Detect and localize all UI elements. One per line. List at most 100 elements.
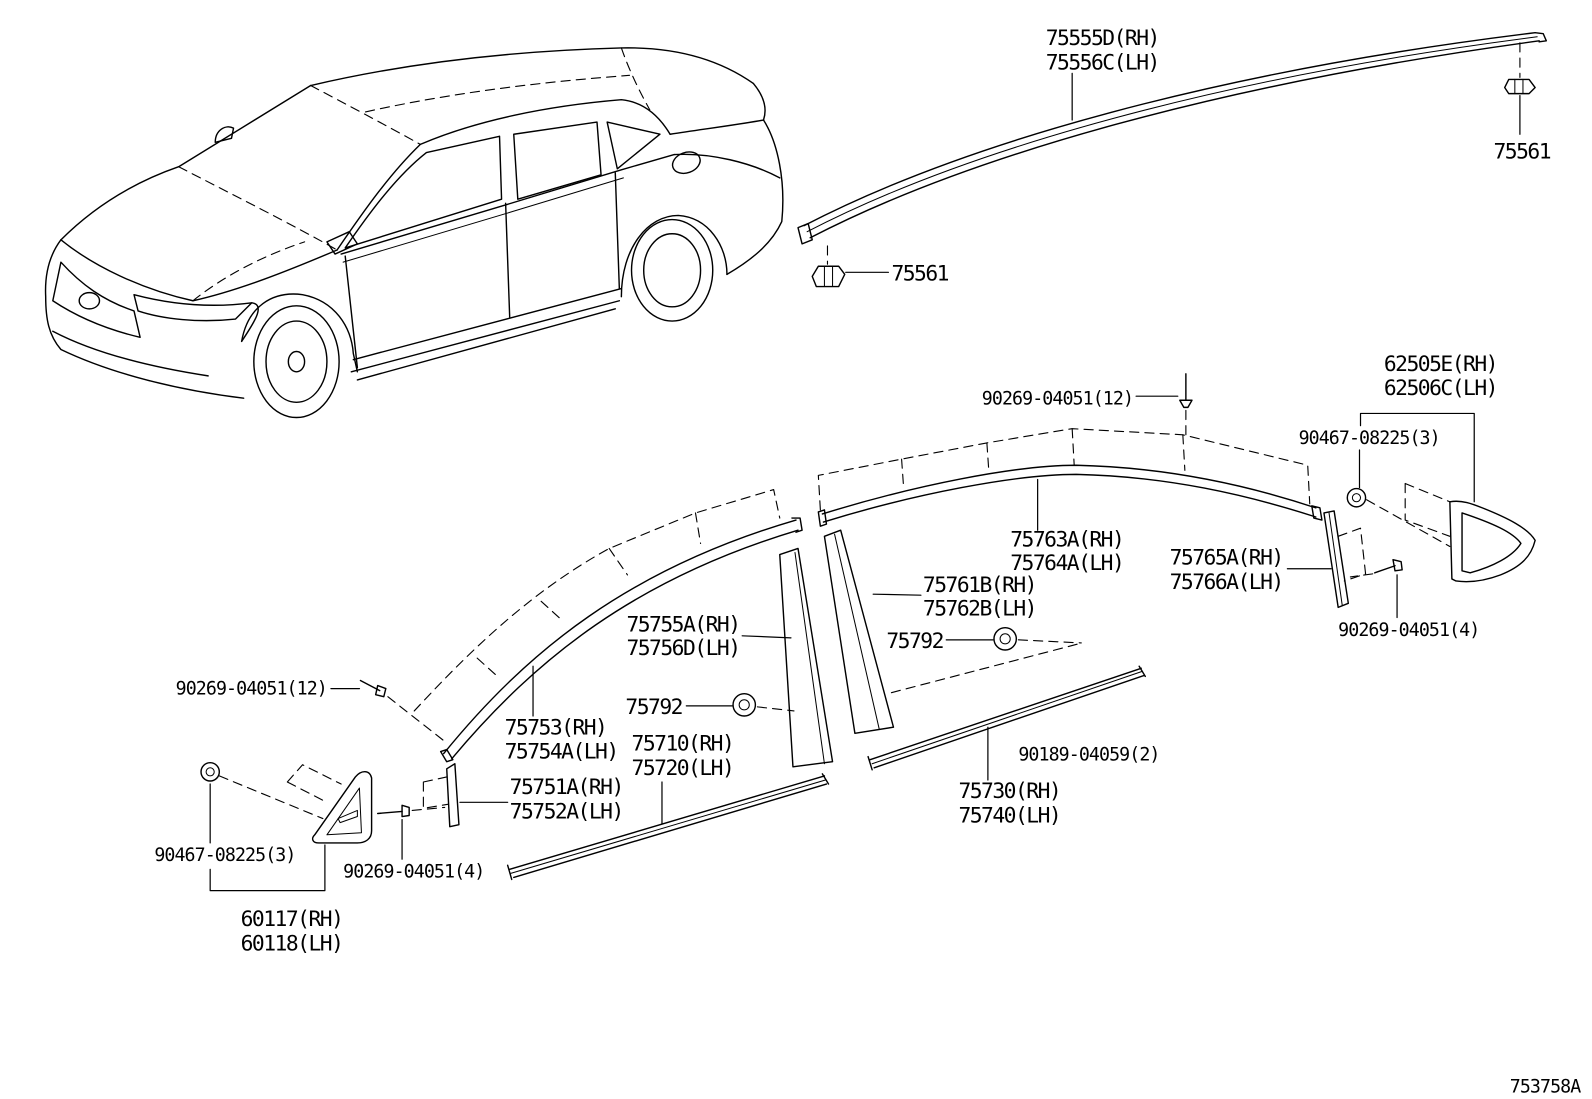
part-number-label: 75740(LH) [958, 804, 1060, 829]
molding-upper-edge [821, 464, 1317, 515]
corner-piece-inner [326, 787, 362, 836]
part-number-label: 60118(LH) [241, 932, 343, 957]
screw-head [1392, 558, 1403, 572]
emblem [78, 291, 101, 310]
part-number-label: 90269-04051(4) [1338, 620, 1479, 641]
dashed-outline [413, 489, 781, 712]
quarter-window [606, 121, 661, 170]
rear-tire [630, 218, 714, 322]
dashed-outline [286, 764, 342, 803]
windshield-header [310, 84, 421, 145]
a-pillar-far [177, 84, 312, 168]
part-number-label: 75561 [1494, 140, 1551, 165]
clip-middle [811, 245, 890, 288]
screw-shank [376, 810, 403, 815]
door-split [504, 202, 511, 318]
dashed-divider [476, 512, 702, 677]
screw-shank [1374, 565, 1396, 574]
assembly-bracket [209, 844, 326, 892]
c-pillar-far [620, 47, 651, 111]
dashed-guide [890, 643, 1079, 694]
clip-body [811, 265, 846, 288]
screw-head [374, 684, 387, 698]
trunk-edge [669, 119, 765, 135]
molding-end-cap-right [1311, 505, 1323, 521]
molding-end-cap-top [791, 517, 803, 533]
part-number-label: 75762B(LH) [923, 596, 1036, 621]
windshield-base [178, 166, 338, 251]
rear-pillar-garnish [823, 529, 922, 734]
part-number-label: 90467-08225(3) [154, 845, 295, 866]
clip-detail [823, 265, 834, 288]
clip-body [993, 626, 1018, 651]
roof-center [364, 74, 631, 113]
dashed-outline [1404, 482, 1451, 537]
hood-front-edge [60, 239, 194, 302]
clip-quarter-glass [1346, 449, 1367, 508]
molding-inner-edge [510, 779, 826, 874]
part-number-label: 75730(RH) [958, 779, 1060, 804]
dashed-guide [218, 775, 324, 820]
front-belt-molding [506, 773, 830, 881]
clip-body [732, 692, 757, 717]
roof-far-edge [309, 47, 755, 87]
front-wheel-hub [287, 350, 306, 373]
mirror-far [214, 126, 235, 144]
belt-line [340, 153, 675, 255]
roof-near-edge [419, 99, 671, 146]
part-number-label: 75766A(LH) [1170, 570, 1283, 595]
dashed-outline [817, 428, 1311, 511]
part-number-label: 90269-04051(4) [343, 861, 484, 882]
molding-end-cap-right [1534, 31, 1548, 43]
rear-door-window [513, 121, 602, 200]
front-wheel-arch [240, 293, 359, 373]
grille [52, 261, 141, 339]
part-number-label: 62506C(LH) [1384, 376, 1497, 401]
garnish-outline [823, 529, 895, 734]
part-number-label: 90189-04059(2) [1018, 745, 1159, 766]
dashed-guide [387, 696, 446, 742]
garnish-outline [779, 547, 834, 768]
rear-wheel-arch [620, 214, 728, 298]
molding-end-cap-bottom [439, 748, 454, 763]
clip-body [1346, 487, 1367, 508]
clip-body [1503, 78, 1536, 95]
part-number-label: 75764A(LH) [1010, 551, 1123, 576]
dashed-guide [1017, 639, 1082, 644]
front-door-edge [344, 255, 359, 369]
molding-end-cap-left [817, 509, 828, 527]
front-corner-piece [209, 764, 373, 892]
part-number-label: 75710(RH) [632, 732, 734, 757]
part-number-label: 90269-04051(12) [982, 388, 1133, 409]
clip-corner-piece [200, 762, 221, 844]
rear-bumper [726, 119, 784, 276]
front-pillar-garnish [741, 547, 834, 768]
part-number-label: 75792 [625, 695, 682, 720]
rocker-lower [356, 308, 616, 381]
molding-lower-edge [873, 674, 1145, 769]
drawing-number: 753758A [1510, 1077, 1581, 1098]
part-number-label: 75761B(RH) [923, 573, 1036, 598]
screw-head [401, 804, 410, 818]
part-number-label: 90269-04051(12) [176, 679, 327, 700]
part-number-label: 75752A(LH) [510, 800, 623, 825]
assembly-bracket [1359, 412, 1475, 503]
dashed-guide [756, 706, 795, 712]
belt-line-lower [342, 177, 624, 263]
dashed-divider [901, 428, 1186, 489]
front-door-division-bar [422, 763, 509, 828]
clip-center [205, 767, 215, 777]
bar-outline [446, 763, 460, 828]
molding-lower-edge [809, 40, 1540, 239]
part-number-label: 90467-08225(3) [1299, 428, 1440, 449]
front-bumper [44, 239, 245, 399]
leader-line [741, 635, 792, 639]
screw-front-frame [330, 679, 446, 742]
garnish-inner-line [834, 533, 880, 730]
dashed-outline [1337, 527, 1367, 582]
part-number-label: 75555D(RH) [1046, 26, 1159, 51]
dashed-guide [1349, 573, 1374, 578]
molding-end-cap-left [797, 222, 813, 245]
part-number-label: 75755A(RH) [626, 613, 739, 638]
